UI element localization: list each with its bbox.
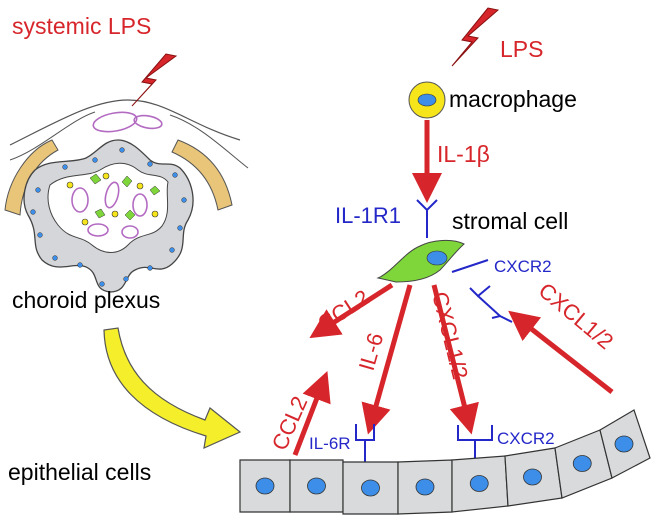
epithelial-nucleus (469, 475, 489, 492)
choroid-plexus-illustration (4, 99, 249, 293)
macrophage-cell (408, 81, 446, 119)
il1b-label: IL-1β (437, 141, 490, 167)
il1r1-label: IL-1R1 (335, 203, 401, 228)
cxcr2-epi-receptor (457, 425, 493, 462)
epithelial-nucleus (523, 468, 542, 486)
macrophage-label: macrophage (449, 86, 577, 112)
cxcl12-mid-label: CXCL1/2 (427, 289, 473, 382)
curved-arrow-icon (103, 327, 242, 450)
epithelial-nucleus (614, 435, 634, 453)
epithelial-nucleus (307, 477, 326, 495)
cxcl12-arrow-down (431, 284, 479, 435)
epithelial-nucleus (255, 477, 275, 495)
cxcr2-stromal-receptor (451, 259, 513, 323)
cxcr2-epi-label: CXCR2 (497, 429, 555, 448)
epithelial-nucleus (361, 479, 380, 497)
ccl2-upper-label: CCL2 (313, 285, 374, 337)
cxcl12-arrow-up (508, 310, 614, 394)
ccl2-arrow-stromal (309, 282, 394, 339)
signaling-arrows (292, 282, 614, 456)
il1r1-receptor (416, 199, 438, 238)
choroid-plexus-label: choroid plexus (12, 287, 160, 313)
lightning-bolt-icon (131, 53, 178, 107)
stromal-cell-label: stromal cell (452, 208, 568, 234)
epithelial-nucleus (415, 478, 435, 496)
cxcr2-stromal-label: CXCR2 (494, 257, 552, 276)
il6-arrow (361, 284, 413, 435)
stromal-cell (376, 239, 465, 283)
il6-label: IL-6 (354, 330, 388, 373)
il6r-receptor (355, 424, 375, 462)
epithelial-cells-label: epithelial cells (8, 459, 151, 485)
epithelial-layer (239, 409, 651, 515)
systemic-lps-label: systemic LPS (12, 13, 151, 39)
il6r-label: IL-6R (309, 434, 351, 453)
lps-label: LPS (500, 36, 543, 62)
ccl2-arrow-epi (292, 371, 331, 456)
epithelial-nucleus (572, 455, 592, 472)
lightning-bolt-icon (451, 7, 500, 67)
